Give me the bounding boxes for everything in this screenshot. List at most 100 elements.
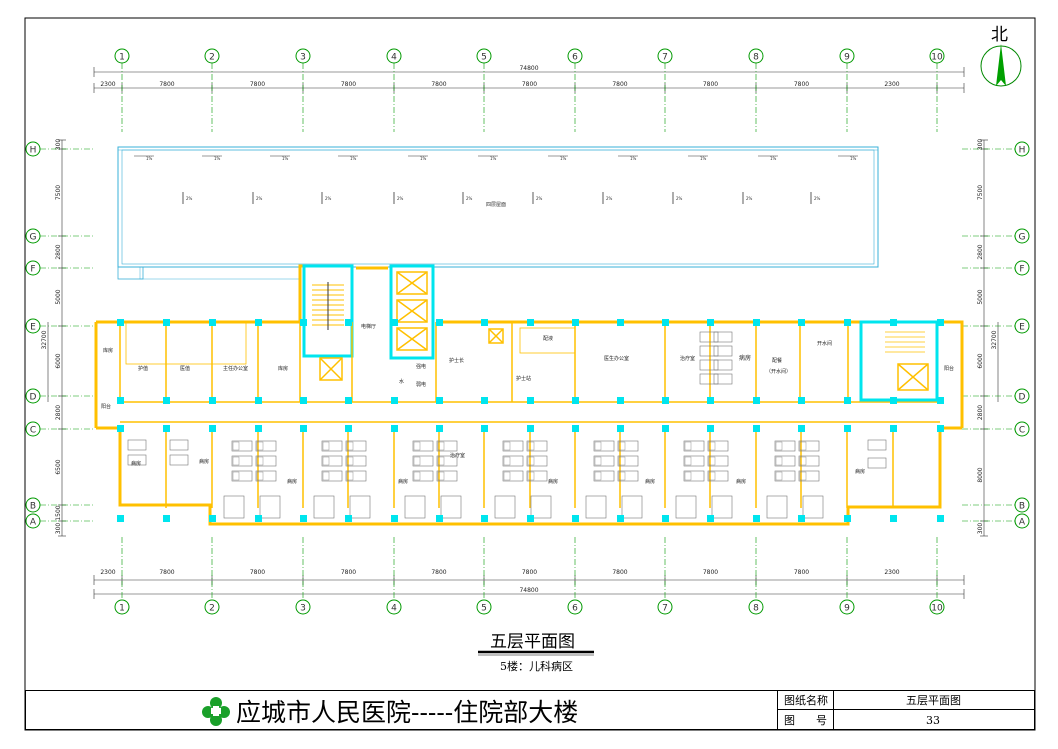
bed [617,440,639,452]
axis-bubble-4 [386,599,402,615]
bed [774,455,796,467]
dim-vertical: 6000 [977,353,984,368]
dim-vertical: 300 [977,523,984,535]
column [844,515,851,522]
axis-label-E: E [30,323,36,333]
column [572,425,579,432]
axis-label-1: 1 [119,53,125,63]
dim-span-bottom: 7800 [703,569,718,576]
axis-label-3: 3 [300,53,306,63]
slope-mark-2: 2% [606,196,613,201]
bed [345,470,367,482]
bed [699,359,719,371]
column [209,397,216,404]
label-nurse-chief: 护士长 [449,357,464,364]
label-cure-room: 治疗室 [450,452,465,459]
column [937,425,944,432]
column [527,425,534,432]
axis-label-5: 5 [481,604,487,614]
bathroom [313,495,335,519]
column [753,397,760,404]
bed [169,439,189,451]
structural-columns [117,319,944,522]
compass-label: 北 [991,25,1008,45]
slope-mark-1: 1% [420,156,427,161]
column [163,515,170,522]
slope-mark-2: 2% [466,196,473,201]
dim-vertical: 5000 [977,289,984,304]
column [391,319,398,326]
north-arrow-icon [980,44,1022,87]
bed [867,457,887,469]
bed [412,440,434,452]
column [890,425,897,432]
dim-span-bottom: 7800 [250,569,265,576]
bed [436,455,458,467]
hospital-name: 应城市人民医院-----住院部大楼 [236,698,579,727]
dim-span-bottom: 7800 [159,569,174,576]
column [345,515,352,522]
label-weak-electric: 弱电 [416,381,426,388]
dim-span-top: 7800 [250,81,265,88]
axis-label-B: B [30,502,36,512]
dim-span-top: 7800 [159,81,174,88]
axis-label-4: 4 [391,53,397,63]
dim-span-top: 2300 [100,81,115,88]
dim-span-bottom: 2300 [884,569,899,576]
axis-label-2: 2 [209,604,215,614]
column [890,397,897,404]
column [117,515,124,522]
bed [412,455,434,467]
column [937,515,944,522]
slope-mark-1: 1% [850,156,857,161]
column [117,397,124,404]
bed [502,455,524,467]
bed [699,345,719,357]
slope-mark-1: 1% [282,156,289,161]
bathroom [802,495,824,519]
bed [617,455,639,467]
elevator-shafts [319,264,939,402]
column [300,425,307,432]
column [481,397,488,404]
bed [774,440,796,452]
dim-span-top: 7800 [431,81,446,88]
dimension-lines: 7480074800230023007800780078007800780078… [41,65,999,599]
column [255,319,262,326]
column [798,397,805,404]
label-doctor-office: 医生办公室 [604,355,629,362]
column [117,425,124,432]
dim-vertical: 2800 [55,244,62,259]
drawing-subtitle: 5楼：儿科病区 [500,660,573,673]
dim-span-bottom: 7800 [522,569,537,576]
column [163,425,170,432]
bed [798,470,820,482]
axis-label-C: C [1019,426,1025,436]
column [345,425,352,432]
label-ward-s3: 病房 [287,478,297,485]
column [481,425,488,432]
bathroom [259,495,281,519]
bed [526,470,548,482]
slope-mark-2: 2% [814,196,821,201]
axis-label-9: 9 [844,53,850,63]
column [662,515,669,522]
column [798,319,805,326]
label-ward-s6: 病房 [645,478,655,485]
slope-mark-2: 2% [186,196,193,201]
bed [436,470,458,482]
drawing-name-value: 五层平面图 [833,690,1035,710]
bed [593,455,615,467]
column [255,515,262,522]
bathroom [349,495,371,519]
dim-span-bottom: 7800 [341,569,356,576]
slope-mark-2: 2% [397,196,404,201]
column [617,397,624,404]
axis-label-E: E [1019,323,1025,333]
column [890,515,897,522]
column [662,397,669,404]
column [707,515,714,522]
slope-mark-1: 1% [214,156,221,161]
axis-bubble-6 [567,599,583,615]
dim-span-bottom: 7800 [431,569,446,576]
